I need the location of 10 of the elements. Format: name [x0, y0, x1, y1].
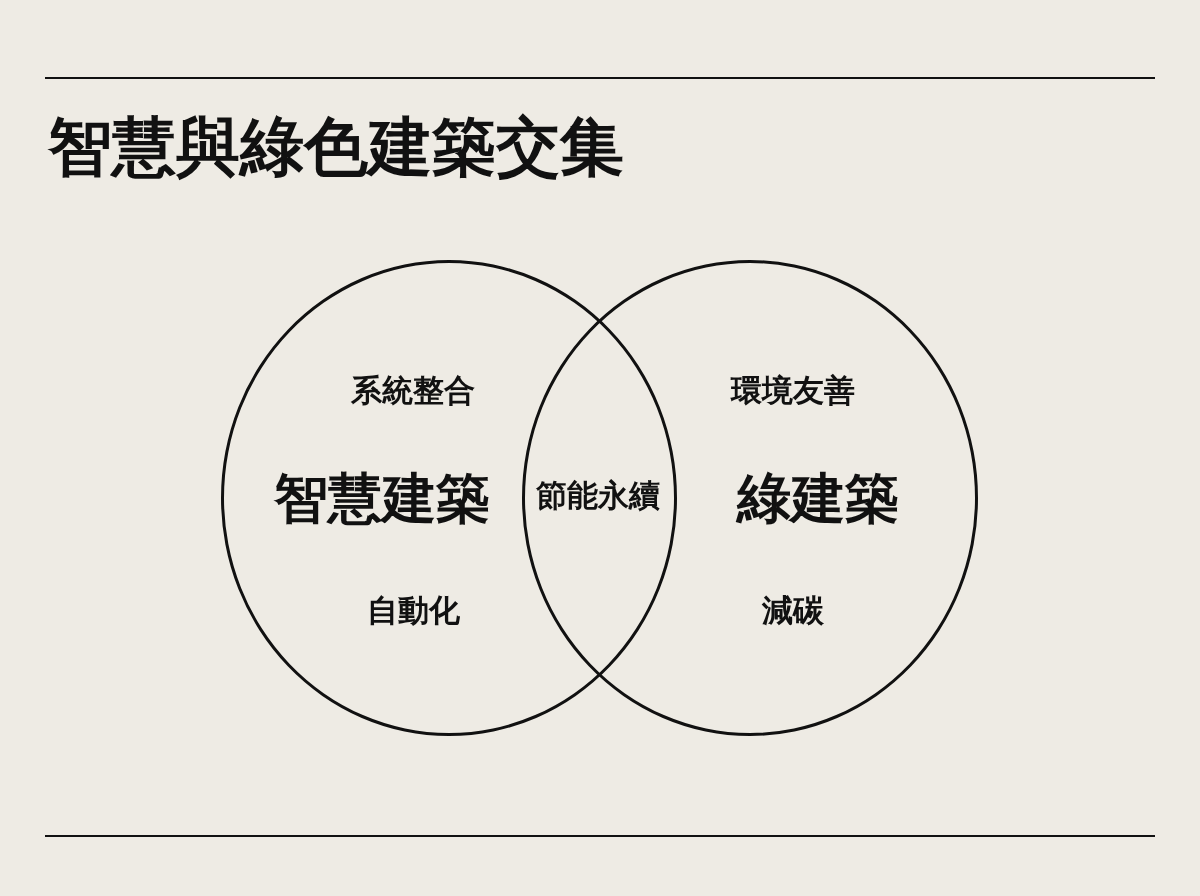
set-item: 系統整合: [351, 371, 475, 410]
venn-circle: [522, 260, 978, 736]
set-item: 環境友善: [731, 371, 855, 410]
intersection-label: 節能永續: [536, 476, 660, 515]
set-title: 智慧建築: [274, 465, 490, 532]
set-item: 自動化: [366, 591, 460, 630]
venn-circle: [221, 260, 677, 736]
title: 智慧與綠色建築交集: [48, 112, 624, 183]
set-item: 減碳: [762, 591, 824, 630]
set-title: 綠建築: [737, 465, 899, 532]
